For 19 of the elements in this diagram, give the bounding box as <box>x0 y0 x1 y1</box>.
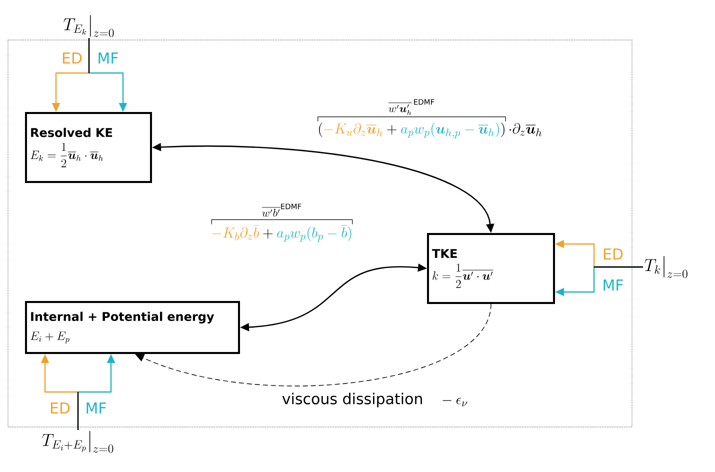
energy-box: Internal + Potential energy $E_i + E_p$ <box>25 301 240 354</box>
edge-label: MF <box>86 402 106 414</box>
boundary-flux-term: $T_{E_i+E_p}\big|_{z=0}$ <box>42 430 114 453</box>
energy-box: TKE $k = \frac{1}{2}\overline{\boldsymbol{u}' \cdot \boldsymbol{u}'}$ <box>427 233 555 304</box>
edge-label: ED <box>50 402 70 414</box>
edge-label: $\text{viscous dissipation}\quad -\epsilon_\nu$ <box>282 392 468 408</box>
edge-label: MF <box>604 280 623 290</box>
dissipation-arrow <box>135 304 492 386</box>
trunk-line <box>77 392 79 430</box>
edge-label: ED <box>62 52 82 64</box>
boundary-flux-term: $T_{E_k}\big|_{z=0}$ <box>64 15 114 38</box>
trunk-line <box>88 38 90 73</box>
energy-box: Resolved KE $E_k = \frac{1}{2}\overline{\boldsymbol{u}}_h \cdot \overline{\boldsymbol{u}}_h$ <box>25 112 152 183</box>
trunk-line <box>594 266 643 268</box>
edge-label: ED <box>604 248 623 260</box>
edge-label: MF <box>98 52 118 64</box>
boundary-flux-term: $T_k\big|_{z=0}$ <box>644 256 688 278</box>
edge-label: $\overbracket[0.6pt]{\textcolor[HTML]{F0A12C}{-K_b\partial_z\bar{b}} + \textcolor[HTML]{1EB4C6}{a_p w_p(b_p - \bar{b})}}^{\overline{w'b'}^{\textsf{EDMF}}}$ <box>212 204 352 242</box>
edge-label: $\overbracket[0.6pt]{(\textcolor[HTML]{F0A12C}{-K_u\partial_z\overline{\boldsymbol{u}}_h} + \textcolor[HTML]{1EB4C6}{a_p w_p(\boldsymbol{u}_{h,p} - \overline{\boldsymbol{u}}_h)})}^{\overline{w'\boldsymbol{u}'_h}^{\,\textsf{EDMF}}} \cdot \partial_z\overline{\boldsymbol{u}}_h$ <box>318 99 542 138</box>
